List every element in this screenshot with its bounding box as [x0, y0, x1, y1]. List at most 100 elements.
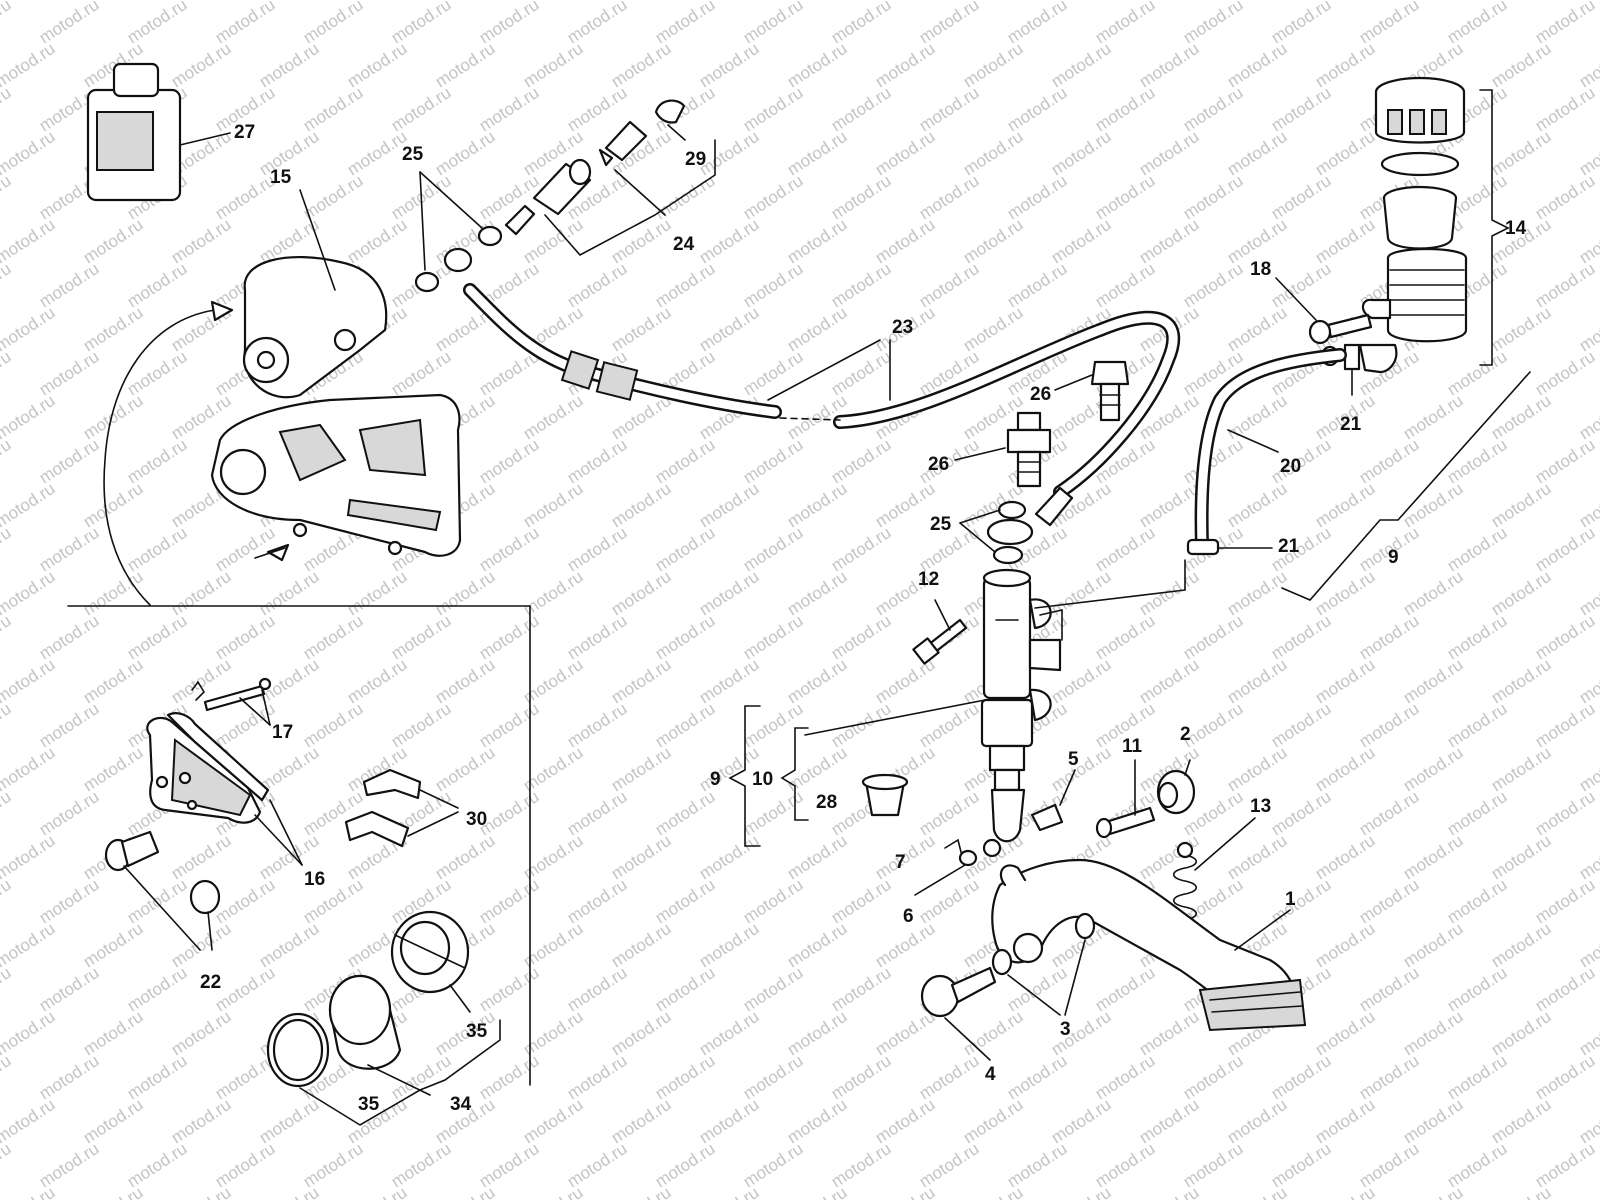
callout-5: 5	[1068, 749, 1079, 770]
watermark-text: motod.ru	[0, 171, 14, 223]
callout-6: 6	[903, 906, 914, 927]
callout-21-lower: 21	[1278, 536, 1300, 557]
watermark-text: motod.ru	[0, 39, 58, 91]
callout-10: 10	[752, 769, 773, 790]
callout-17: 17	[272, 722, 293, 743]
callout-4: 4	[985, 1064, 996, 1085]
watermark-text: motod.ru	[0, 479, 58, 531]
callout-15: 15	[270, 167, 292, 188]
bleeder-assembly-24	[504, 99, 716, 257]
plug-22-short	[189, 879, 221, 951]
watermark-text: motod.ru	[608, 1183, 675, 1200]
watermark-text: motod.ru	[520, 1183, 587, 1200]
callout-14: 14	[1505, 218, 1527, 239]
brake-hose-23	[463, 283, 1181, 527]
watermark-text: motod.ru	[0, 1139, 14, 1191]
banjo-bolts-26	[954, 360, 1130, 488]
boot-28	[861, 773, 909, 817]
callout-16: 16	[304, 869, 325, 890]
master-cylinder-10	[804, 559, 1186, 843]
callout-21-upper: 21	[1340, 414, 1362, 435]
watermark-text: motod.ru	[256, 1183, 323, 1200]
callout-20: 20	[1280, 456, 1301, 477]
watermark-text: motod.ru	[0, 391, 58, 443]
watermark-text: motod.ru	[0, 743, 58, 795]
watermark-text: motod.ru	[432, 1183, 499, 1200]
watermark-text: motod.ru	[0, 875, 14, 927]
watermark-text: motod.ru	[960, 1183, 1027, 1200]
reservoir-14	[1358, 76, 1510, 374]
washers-25-upper	[414, 171, 503, 293]
watermark-text: motod.ru	[0, 215, 58, 267]
callout-28: 28	[816, 792, 837, 813]
callout-26-upper: 26	[1030, 384, 1051, 405]
callout-29: 29	[685, 149, 706, 170]
bolt-11	[1095, 759, 1156, 839]
brake-pedal-1	[991, 858, 1307, 1032]
watermark-text: motod.ru	[0, 567, 58, 619]
callout-2: 2	[1180, 724, 1191, 745]
pin-22-long	[104, 830, 201, 951]
callout-25-upper: 25	[402, 144, 424, 165]
piston-34	[328, 974, 402, 1070]
watermark-text: motod.ru	[0, 1007, 58, 1059]
watermark-text: motod.ru	[696, 1183, 763, 1200]
clip-7-washer-6	[914, 838, 1002, 896]
callout-30: 30	[466, 809, 487, 830]
watermark-text: motod.ru	[0, 523, 14, 575]
washers-25-lower	[959, 500, 1034, 565]
callout-13: 13	[1250, 796, 1271, 817]
screw-18	[1275, 277, 1373, 345]
pad-springs-30	[344, 768, 459, 848]
bracket-9-10-left	[728, 705, 809, 847]
callout-25-lower: 25	[930, 514, 952, 535]
callout-24: 24	[673, 234, 695, 255]
callout-1: 1	[1285, 889, 1296, 910]
callout-23: 23	[892, 317, 913, 338]
watermark-text: motod.ru	[1488, 1183, 1555, 1200]
callout-labels: 27 15 25 29 24 23 26 26 25 12 9 10 28 5 …	[200, 122, 1527, 1115]
watermark-text: motod.ru	[0, 611, 14, 663]
watermark-text: motod.ru	[1048, 1183, 1115, 1200]
bracket-9-right	[1281, 371, 1531, 601]
washers-3	[991, 912, 1096, 1016]
watermark-text: motod.ru	[0, 435, 14, 487]
bolt-12	[912, 599, 968, 665]
watermark-text: motod.ru	[0, 259, 14, 311]
watermark-text: motod.ru	[168, 1183, 235, 1200]
watermark-text: motod.ru	[80, 1183, 147, 1200]
callout-7: 7	[895, 852, 906, 873]
watermark-text: motod.ru	[872, 1183, 939, 1200]
inset-frame	[67, 605, 531, 1086]
pivot-bolt-4	[920, 966, 997, 1061]
watermark-text: motod.ru	[0, 831, 58, 883]
callout-12: 12	[918, 569, 939, 590]
watermark-text: motod.ru	[0, 1183, 58, 1200]
clamp-21-lower	[1186, 538, 1273, 556]
watermark-text: motod.ru	[0, 655, 58, 707]
piston-seal-35-upper	[390, 910, 471, 1013]
hose-20	[1194, 348, 1347, 552]
brake-pads-16	[146, 712, 303, 866]
watermark-text: motod.ru	[784, 1183, 851, 1200]
watermark-text: motod.ru	[1576, 0, 1600, 3]
watermark-text: motod.ru	[1136, 1183, 1203, 1200]
fluid-bottle-27	[86, 62, 231, 202]
watermark-text: motod.ru	[1312, 1183, 1379, 1200]
watermark-text: motod.ru	[1224, 1183, 1291, 1200]
pin-17	[191, 677, 272, 726]
watermark-text: motod.ru	[0, 83, 14, 135]
callout-3: 3	[1060, 1019, 1071, 1040]
watermark-text: motod.ru	[0, 787, 14, 839]
watermark-text: motod.ru	[0, 699, 14, 751]
watermark-text: motod.ru	[0, 919, 58, 971]
callout-34: 34	[450, 1094, 472, 1115]
watermark-text: motod.ru	[0, 127, 58, 179]
callout-18: 18	[1250, 259, 1271, 280]
watermark-text: motod.ru	[1400, 1183, 1467, 1200]
watermark-text: motod.ru	[0, 1051, 14, 1103]
watermark-text: motod.ru	[0, 347, 14, 399]
callout-11: 11	[1122, 736, 1143, 757]
callout-9-left: 9	[710, 769, 721, 790]
